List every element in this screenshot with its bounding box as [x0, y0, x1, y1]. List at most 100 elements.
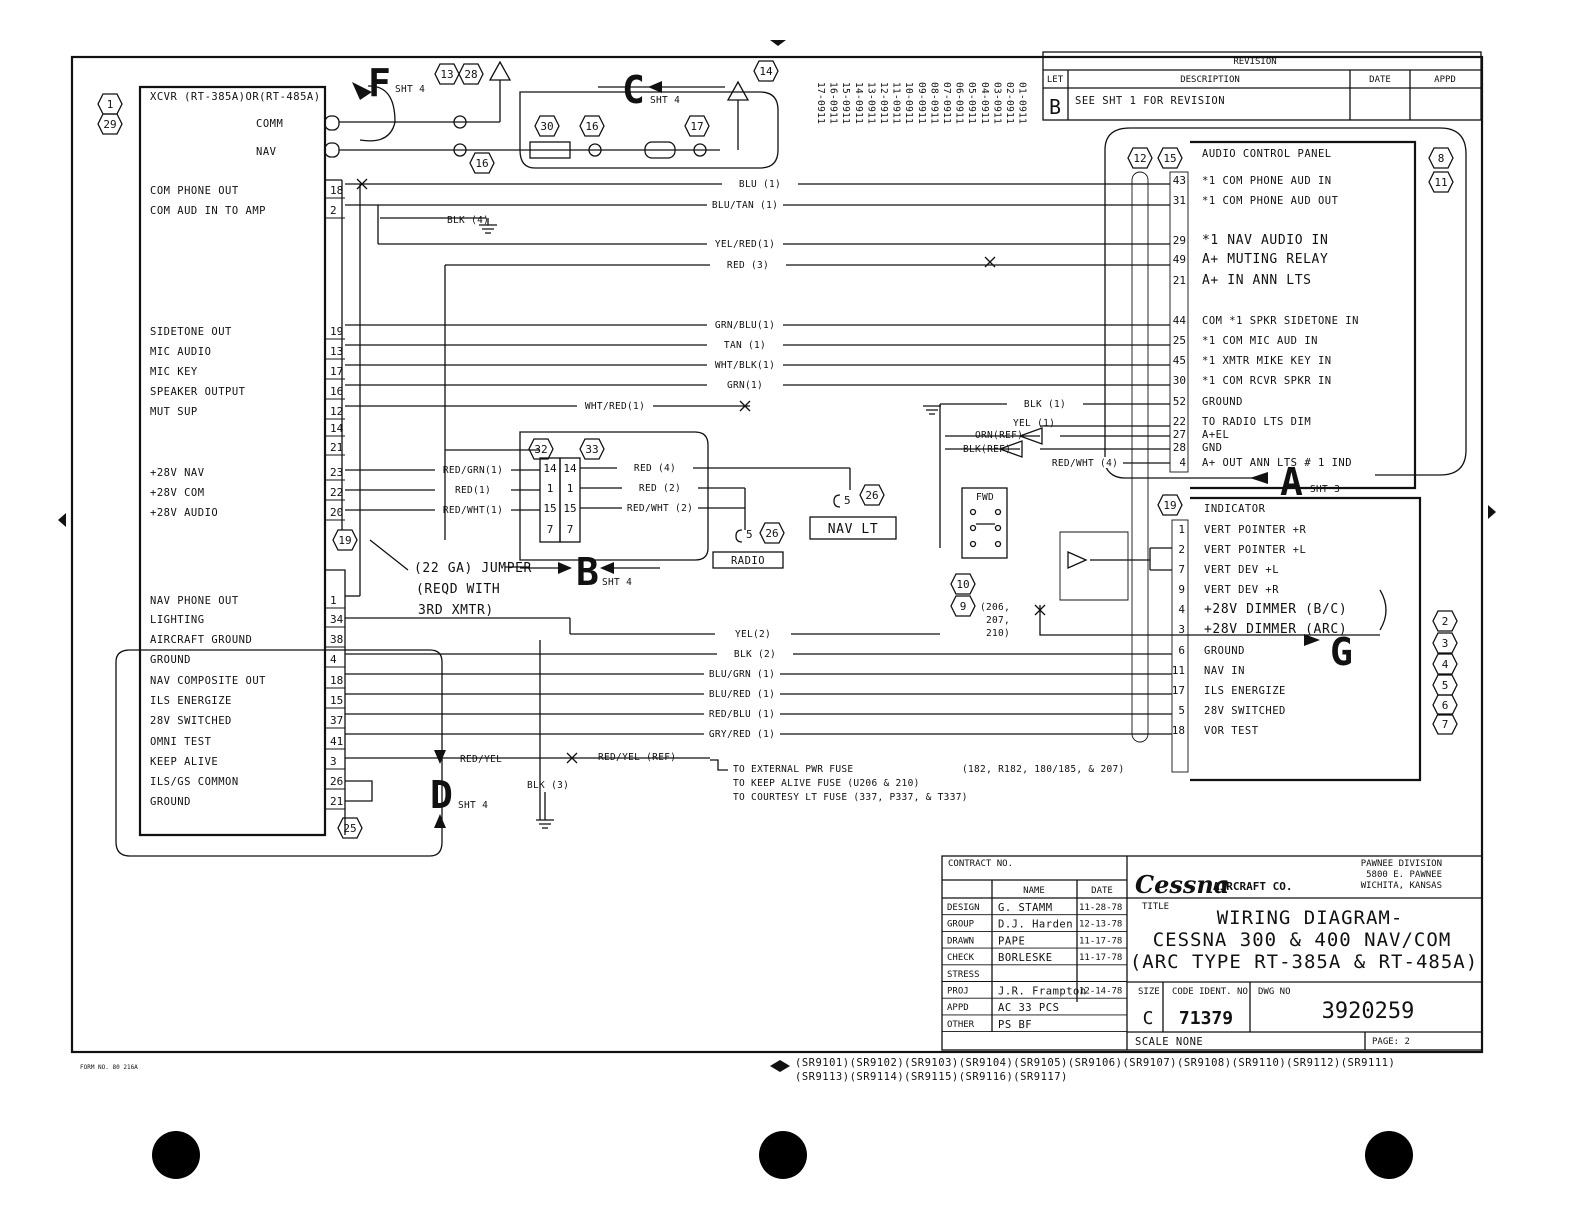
code-header: CODE IDENT. NO [1172, 987, 1248, 997]
rev-col-appd: APPD [1434, 75, 1456, 85]
ext-note-3: TO COURTESY LT FUSE (337, P337, & T337) [733, 792, 968, 803]
effectivity-line-2: (SR9113)(SR9114)(SR9115)(SR9116)(SR9117) [795, 1071, 1068, 1083]
division-2: 5800 E. PAWNEE [1366, 870, 1442, 880]
indicator-pin-number: 18 [1172, 724, 1185, 737]
xcvr-pin-label: SIDETONE OUT [150, 326, 232, 338]
callout-circle [1432, 653, 1458, 675]
tb-date: 11-17-78 [1079, 936, 1122, 946]
tb-name: J.R. Frampton [998, 986, 1087, 998]
page-value: PAGE: 2 [1372, 1037, 1410, 1047]
tb-name: D.J. Harden [998, 919, 1073, 931]
audio-pin-label: *1 COM RCVR SPKR IN [1202, 375, 1332, 387]
callout-number: 30 [540, 120, 553, 133]
xcvr-pin-label: NAV PHONE OUT [150, 595, 239, 607]
company-name: AIRCRAFT CO. [1213, 880, 1292, 893]
xcvr-pin-label: MUT SUP [150, 406, 198, 418]
tb-name: G. STAMM [998, 902, 1053, 914]
models-note: (182, R182, 180/185, & 207) [962, 764, 1125, 775]
dwg-number: 3920259 [1322, 999, 1415, 1024]
wire-label: RED/WHT (4) [1052, 458, 1118, 469]
callout-number: 5 [1442, 679, 1449, 692]
fwd-switch: FWD [961, 487, 1008, 559]
audio-pin-number: 52 [1173, 395, 1186, 408]
center-mark-left [58, 513, 66, 527]
ref-b-sheet: SHT 4 [602, 577, 632, 588]
serial-number: 03-0911 [991, 82, 1002, 124]
audio-pin-label: A+EL [1202, 429, 1229, 441]
callout-circle [1428, 171, 1454, 193]
callout-number: 8 [1438, 152, 1445, 165]
svg-text:5: 5 [746, 528, 753, 541]
audio-pin-number: 29 [1173, 234, 1186, 247]
audio-pin-label: TO RADIO LTS DIM [1202, 416, 1311, 428]
code-value: 71379 [1179, 1008, 1233, 1029]
tb-role: STRESS [947, 970, 980, 980]
xcvr-pin-label: GROUND [150, 796, 191, 808]
callout-circle [337, 817, 363, 839]
callout-number: 19 [338, 534, 351, 547]
xcvr-pin-number: 17 [330, 365, 343, 378]
callout-number: 6 [1442, 699, 1449, 712]
tb-name: AC 33 PCS [998, 1002, 1059, 1014]
xcvr-pin-label: +28V AUDIO [150, 507, 218, 519]
callout-circle [753, 60, 779, 82]
radio-nav-lt: RADIO NAV LT 5 5 [712, 494, 897, 569]
xcvr-pin-label: COM AUD IN TO AMP [150, 205, 266, 217]
callout-circle [1157, 147, 1183, 169]
callout-circle [579, 115, 605, 137]
audio-pin-label: *1 NAV AUDIO IN [1202, 233, 1328, 248]
callout-number: 14 [759, 65, 773, 78]
wire-label: BLU/RED (1) [709, 689, 775, 700]
fwd-label: FWD [976, 492, 994, 503]
indicator-pin-label: ILS ENERGIZE [1204, 685, 1286, 697]
jumper-line-3: 3RD XMTR) [418, 603, 494, 618]
antenna-icon [726, 80, 750, 101]
connector-d-group [115, 649, 443, 857]
ref-c-sheet: SHT 4 [650, 95, 680, 106]
scale-value: SCALE NONE [1135, 1036, 1203, 1048]
audio-pin-label: *1 COM PHONE AUD OUT [1202, 195, 1339, 207]
wire-label: YEL(2) [735, 629, 771, 640]
xcvr-pin-number: 2 [330, 204, 337, 217]
wire-label: RED (3) [727, 260, 769, 271]
svg-text:14: 14 [543, 462, 557, 475]
size-value: C [1143, 1008, 1154, 1029]
xcvr-pin-number: 22 [330, 486, 343, 499]
xcvr-nav-label: NAV [256, 146, 277, 158]
rev-col-let: LET [1047, 75, 1064, 85]
callout-circle [458, 63, 484, 85]
wire-label: RED/WHT (2) [627, 503, 693, 514]
antenna-icon [488, 60, 512, 81]
callout-number: 9 [960, 600, 967, 613]
tb-role: GROUP [947, 920, 975, 930]
indicator-pin-number: 5 [1178, 704, 1185, 717]
size-header: SIZE [1138, 987, 1160, 997]
callout-circle [1127, 147, 1153, 169]
ref-c: C [622, 68, 645, 112]
xcvr-comm-label: COMM [256, 118, 283, 130]
indicator-pin-number: 3 [1178, 623, 1185, 636]
callout-number: 2 [1442, 615, 1449, 628]
indicator-pin-label: 28V SWITCHED [1204, 705, 1286, 717]
ground-icon [536, 819, 554, 829]
indicator-pin-number: 6 [1178, 644, 1185, 657]
audio-pin-label: *1 COM PHONE AUD IN [1202, 175, 1332, 187]
indicator-title: INDICATOR [1204, 503, 1266, 515]
indicator-pin-label: VERT DEV +R [1204, 584, 1279, 596]
serial-number: 02-0911 [1004, 82, 1015, 124]
callout-circle [759, 522, 785, 544]
audio-pin-number: 21 [1173, 274, 1186, 287]
division-3: WICHITA, KANSAS [1361, 881, 1442, 891]
audio-pin-label: A+ MUTING RELAY [1202, 252, 1328, 267]
indicator-pin-number: 2 [1178, 543, 1185, 556]
audio-pin-label: *1 COM MIC AUD IN [1202, 335, 1318, 347]
jumper-note: (22 GA) JUMPER (REQD WITH 3RD XMTR) [369, 539, 531, 618]
indicator-pin-number: 11 [1172, 664, 1185, 677]
indicator-pin-label: VERT DEV +L [1204, 564, 1279, 576]
nav-lt-label: NAV LT [828, 522, 879, 537]
connector-b-group: 14 14 1 1 15 15 7 7 B SHT 4 [519, 431, 709, 594]
wire-label: RED(1) [455, 485, 491, 496]
callout-number: 26 [865, 489, 878, 502]
punch-hole-icon [1365, 1131, 1413, 1179]
